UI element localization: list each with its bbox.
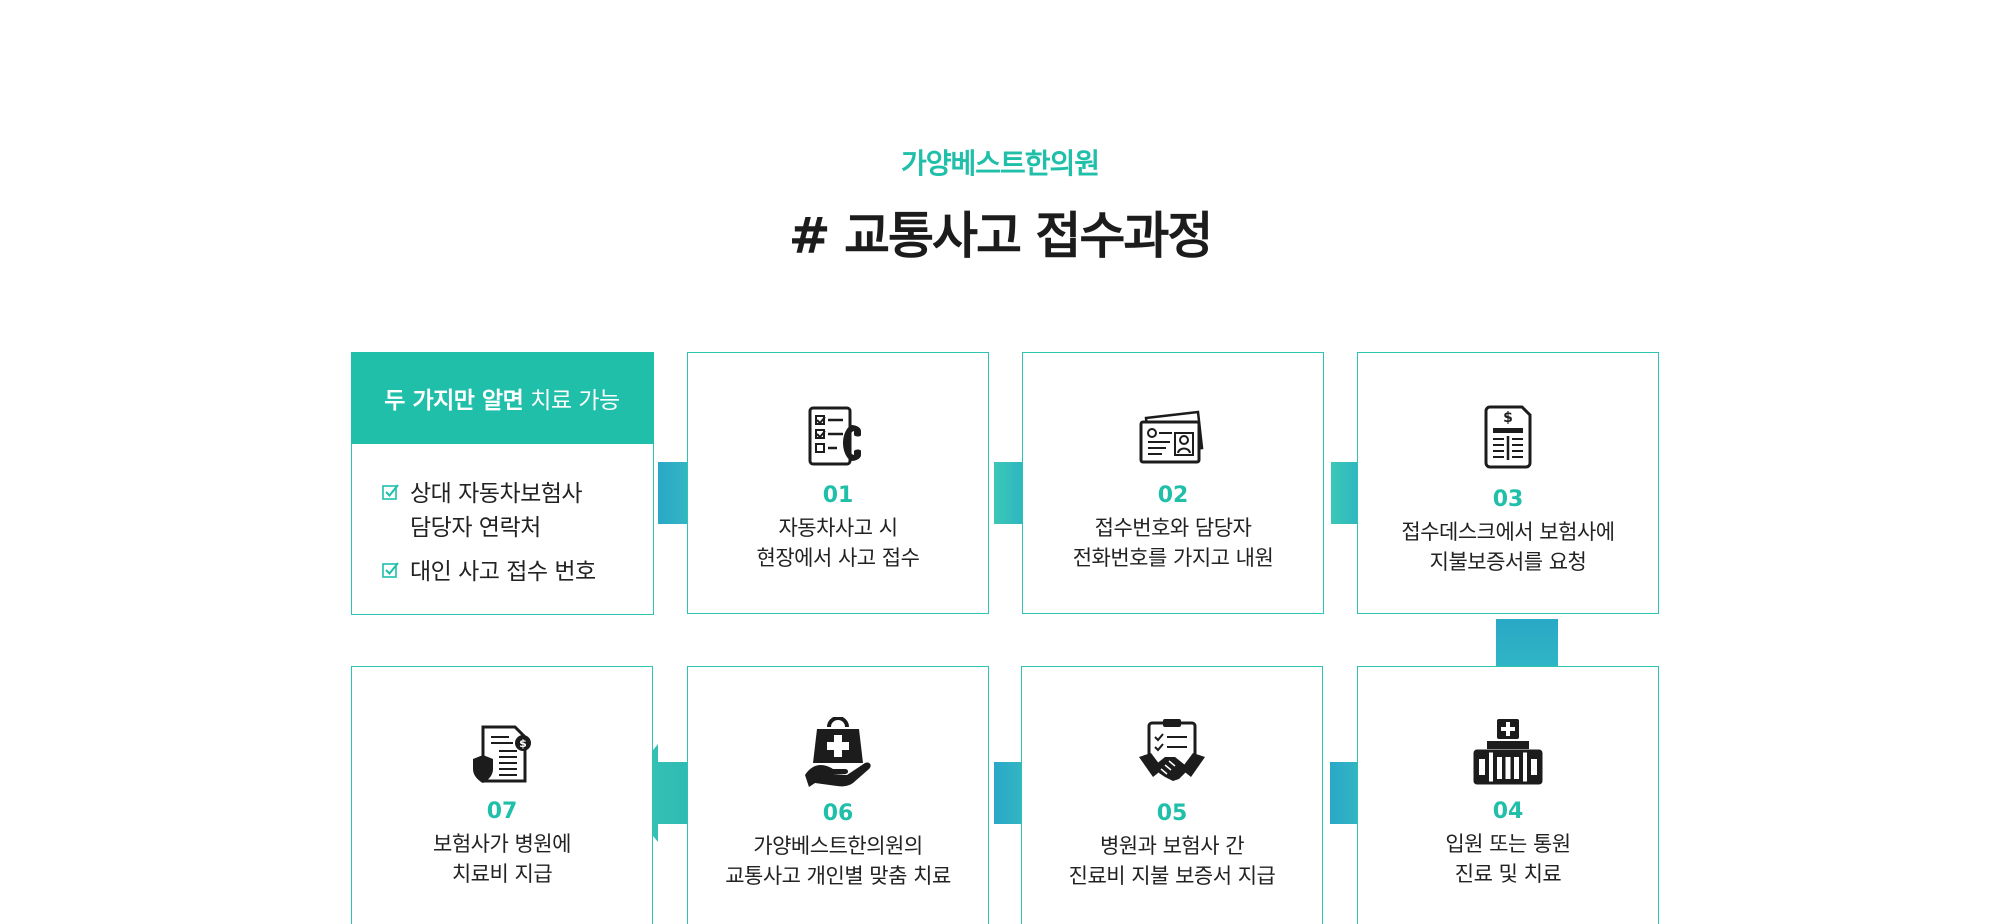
step-line: 진료비 지불 보증서 지급 (1068, 864, 1276, 888)
step-description: 가양베스트한의원의 교통사고 개인별 맞춤 치료 (688, 831, 988, 891)
step-description: 보험사가 병원에 치료비 지급 (352, 829, 652, 889)
svg-text:$: $ (1503, 410, 1513, 426)
checkbox-icon (382, 562, 399, 578)
step-line: 교통사고 개인별 맞춤 치료 (725, 864, 951, 888)
step-number: 03 (1492, 487, 1524, 512)
step-line: 현장에서 사고 접수 (756, 546, 920, 570)
step-line: 진료 및 치료 (1454, 862, 1562, 886)
step-01-card: 01 자동차사고 시 현장에서 사고 접수 (687, 352, 989, 614)
requirement-line: 상대 자동차보험사 (410, 481, 583, 507)
step-line: 입원 또는 통원 (1445, 832, 1571, 856)
step-05-card: 05 병원과 보험사 간 진료비 지불 보증서 지급 (1021, 666, 1323, 924)
requirements-box: 두 가지만 알면 치료 가능 상대 자동차보험사 담당자 연락처 대인 사고 접… (350, 351, 654, 615)
handshake-clipboard-icon (1139, 719, 1205, 781)
step-02-card: 02 접수번호와 담당자 전화번호를 가지고 내원 (1022, 352, 1324, 614)
step-line: 자동차사고 시 (778, 516, 898, 540)
requirements-header-bold: 두 가지만 알면 (384, 387, 524, 414)
step-number: 01 (822, 483, 854, 508)
step-line: 보험사가 병원에 (433, 832, 571, 856)
step-04-card: 04 입원 또는 통원 진료 및 치료 (1357, 666, 1659, 924)
medical-bag-hand-icon (805, 717, 871, 787)
checkbox-icon (382, 484, 399, 500)
id-cards-icon (1139, 410, 1204, 464)
insurance-document-icon: $ (473, 725, 531, 783)
step-line: 지불보증서를 요청 (1429, 550, 1587, 574)
step-line: 전화번호를 가지고 내원 (1072, 546, 1274, 570)
step-number: 04 (1492, 799, 1524, 824)
step-line: 가양베스트한의원의 (753, 834, 923, 858)
brand-name: 가양베스트한의원 (900, 147, 1100, 180)
step-number: 02 (1157, 483, 1189, 508)
step-07-card: $ 07 보험사가 병원에 치료비 지급 (351, 666, 653, 924)
step-line: 접수번호와 담당자 (1094, 516, 1252, 540)
step-number: 05 (1156, 801, 1188, 826)
checklist-phone-icon (808, 406, 861, 466)
connector-03-04 (1496, 619, 1558, 669)
step-description: 병원과 보험사 간 진료비 지불 보증서 지급 (1022, 831, 1322, 891)
hospital-building-icon (1473, 719, 1543, 785)
step-03-card: $ 03 접수데스크에서 보험사에 지불보증서를 요청 (1357, 352, 1659, 614)
step-description: 접수데스크에서 보험사에 지불보증서를 요청 (1358, 517, 1658, 577)
step-description: 자동차사고 시 현장에서 사고 접수 (688, 513, 988, 573)
step-description: 접수번호와 담당자 전화번호를 가지고 내원 (1023, 513, 1323, 573)
page-title: # 교통사고 접수과정 (788, 207, 1214, 265)
requirement-line: 대인 사고 접수 번호 (410, 559, 596, 585)
svg-text:$: $ (519, 737, 527, 750)
requirements-header-rest: 치료 가능 (530, 387, 620, 414)
requirements-header: 두 가지만 알면 치료 가능 (350, 351, 654, 444)
requirement-item: 대인 사고 접수 번호 (382, 555, 596, 589)
step-description: 입원 또는 통원 진료 및 치료 (1358, 829, 1658, 889)
step-number: 07 (486, 799, 518, 824)
step-06-card: 06 가양베스트한의원의 교통사고 개인별 맞춤 치료 (687, 666, 989, 924)
invoice-dollar-icon: $ (1484, 405, 1532, 469)
arrow-06-07 (618, 744, 692, 842)
step-line: 치료비 지급 (451, 862, 553, 886)
step-line: 접수데스크에서 보험사에 (1401, 520, 1615, 544)
requirement-item: 상대 자동차보험사 담당자 연락처 (382, 477, 583, 545)
step-number: 06 (822, 801, 854, 826)
requirement-line: 담당자 연락처 (410, 515, 541, 541)
step-line: 병원과 보험사 간 (1099, 834, 1245, 858)
connector-info-01 (658, 462, 692, 524)
